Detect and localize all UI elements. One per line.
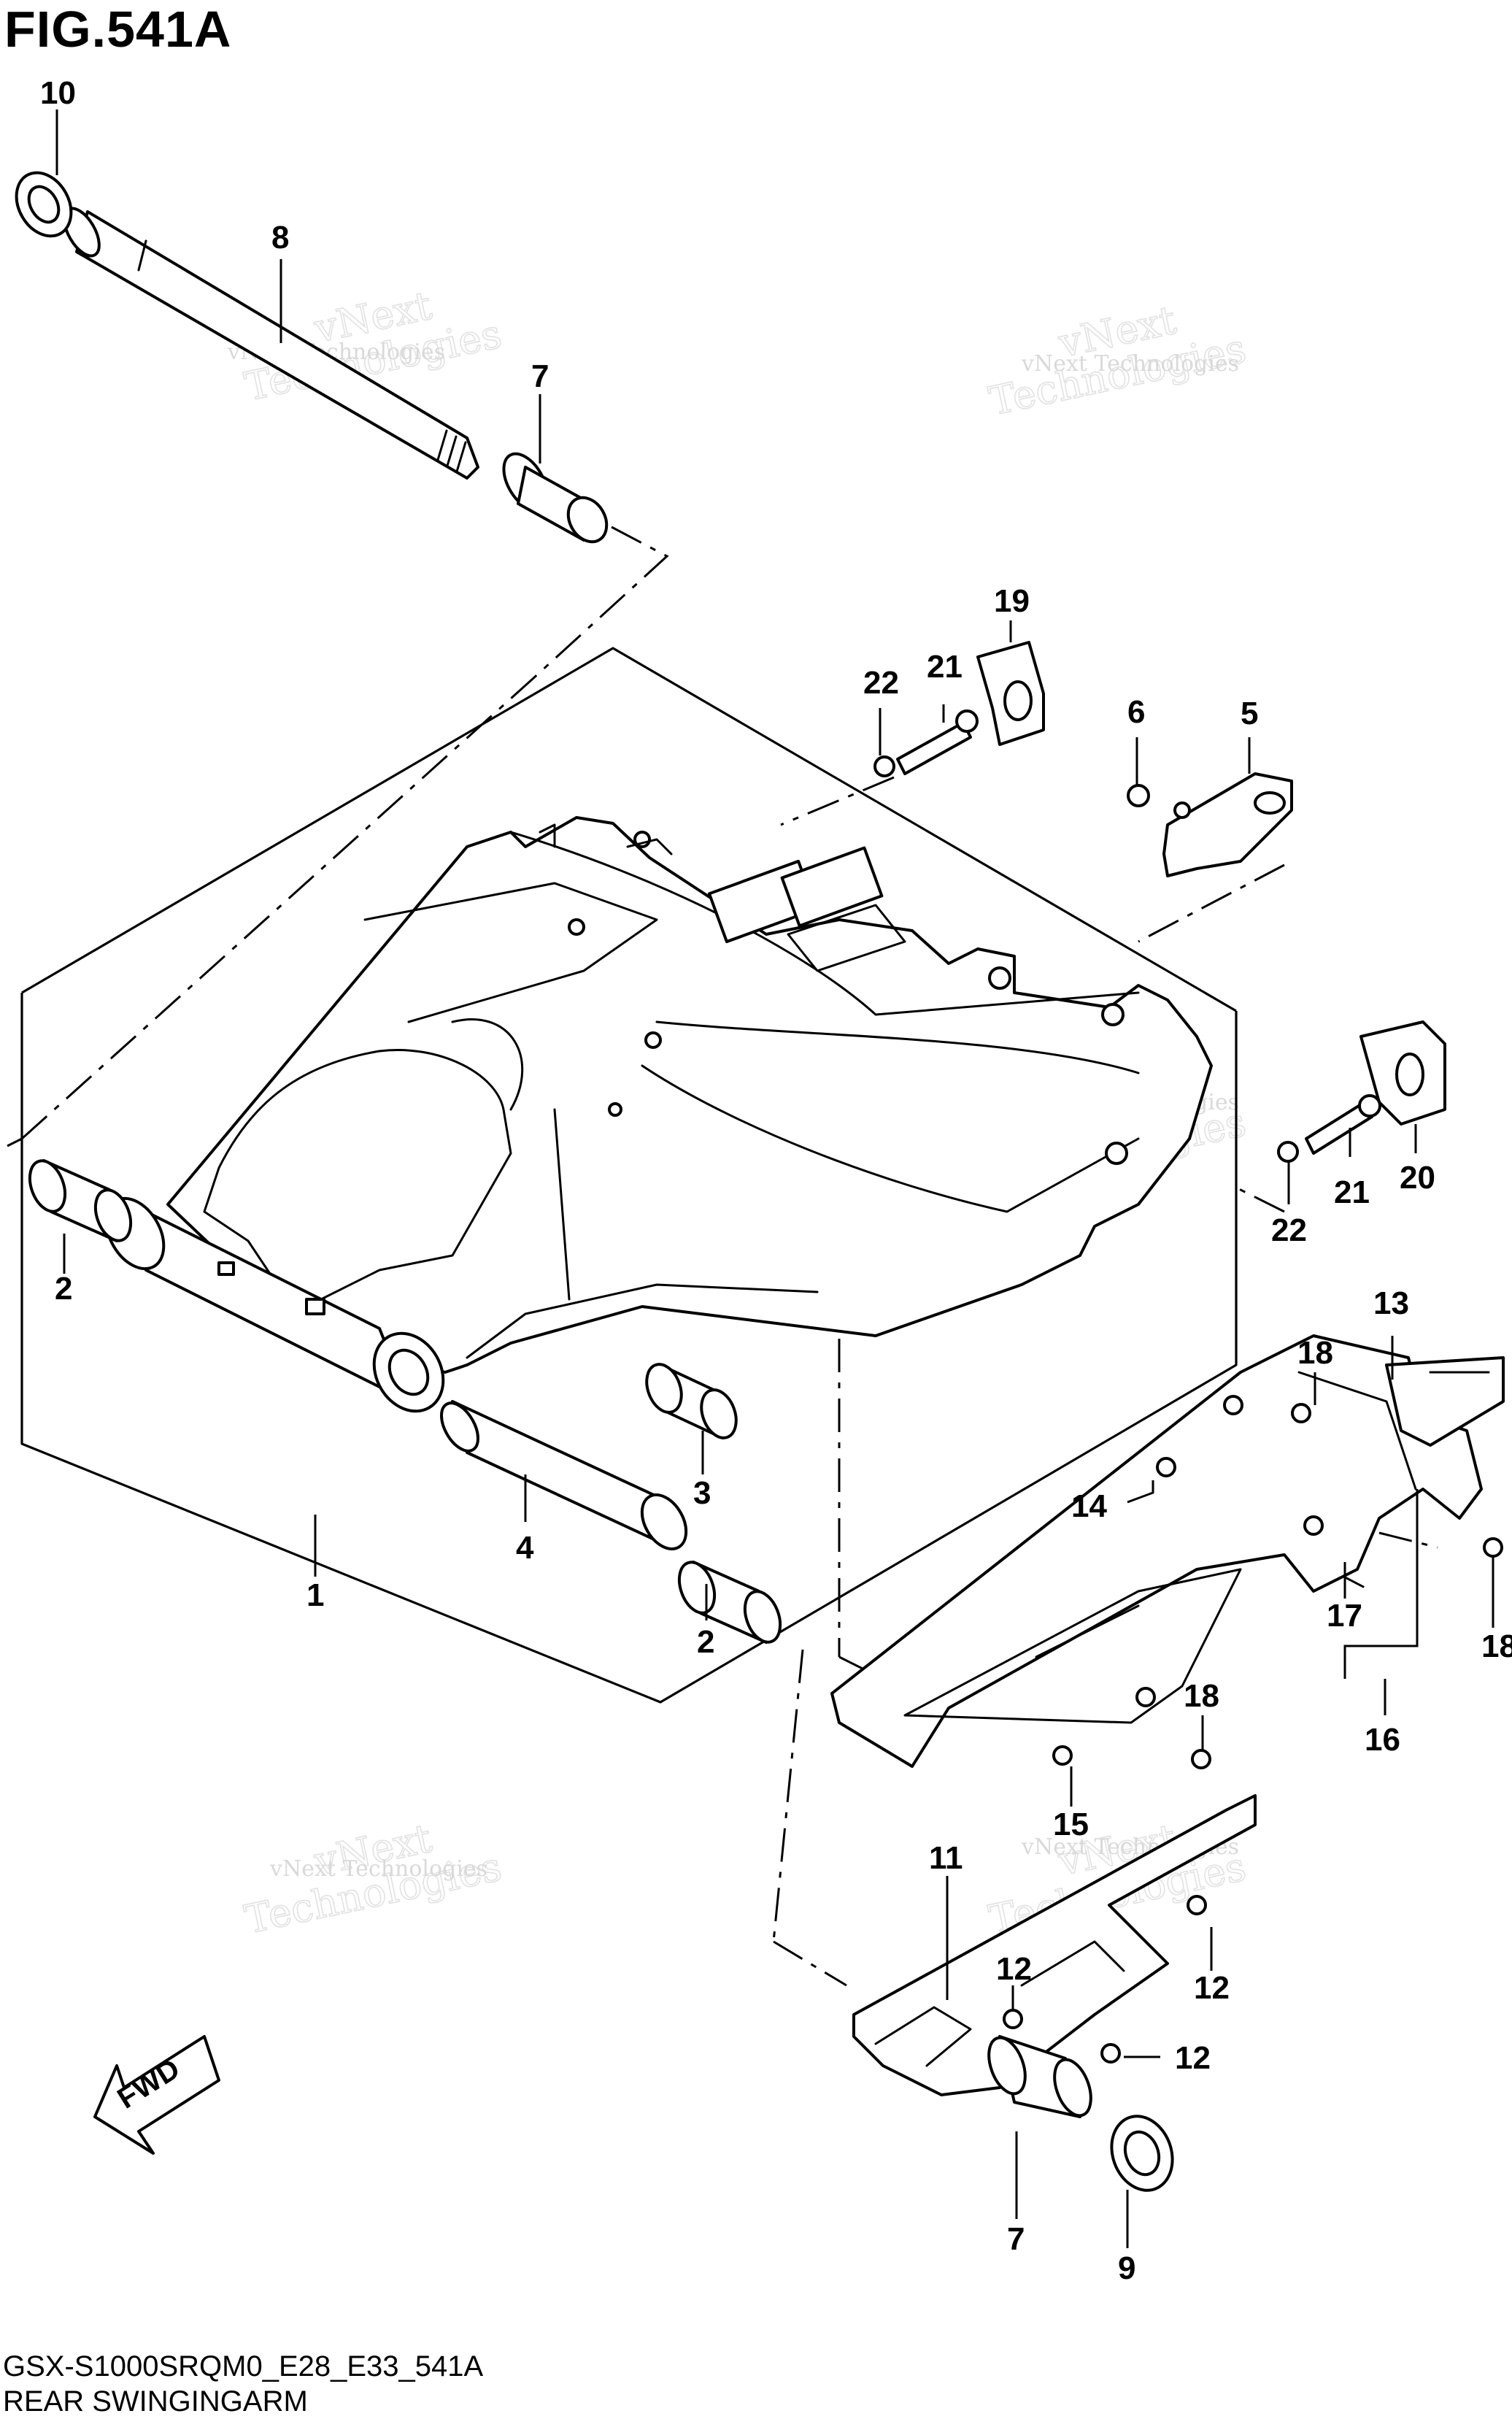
callout-14: 14: [1071, 1488, 1107, 1524]
chain-guide-11: [852, 1794, 1257, 2096]
collar-7-bottom: [987, 2035, 1092, 2118]
callout-13: 13: [1373, 1285, 1409, 1321]
callout-2: 2: [55, 1271, 72, 1307]
callout-17: 17: [1327, 1598, 1362, 1634]
callout-7: 7: [1007, 2221, 1025, 2257]
callout-21: 21: [1334, 1174, 1370, 1210]
nut-10: [15, 171, 73, 238]
bearing-2-left: [28, 1159, 133, 1242]
swingarm: [104, 816, 1213, 1413]
callout-11: 11: [929, 1840, 963, 1876]
chain-adjuster-20: [1277, 1020, 1446, 1163]
callout-5: 5: [1241, 696, 1258, 731]
callout-12: 12: [1194, 1970, 1230, 2006]
callout-22: 22: [1271, 1212, 1307, 1248]
collar-7-top: [502, 452, 609, 544]
callout-12: 12: [996, 1951, 1032, 1987]
chain-cover-13: [830, 1334, 1505, 1768]
callout-16: 16: [1365, 1722, 1400, 1758]
callout-1: 1: [306, 1577, 324, 1613]
watermark-text: vNext Technologies: [269, 1856, 487, 1882]
figure-name: REAR SWINGINGARM: [3, 2385, 308, 2418]
callout-19: 19: [994, 583, 1030, 619]
callout-6: 6: [1127, 694, 1145, 730]
figure-model-code: GSX-S1000SRQM0_E28_E33_541A: [3, 2350, 484, 2382]
callout-18: 18: [1297, 1335, 1333, 1371]
chain-plate-5: [1127, 772, 1293, 877]
bearing-2-lower: [677, 1561, 782, 1644]
callout-7: 7: [531, 358, 549, 394]
callout-4: 4: [516, 1530, 534, 1566]
callout-10: 10: [40, 75, 76, 111]
bearing-3: [645, 1363, 738, 1439]
callout-3: 3: [693, 1475, 711, 1511]
fwd-arrow: FWD: [93, 2035, 220, 2155]
callouts: 10 8 7 19 21 22 6 5 20 21 22 2 1 4 3 2 1…: [40, 75, 1512, 2286]
bolts: [1052, 1403, 1503, 1769]
chain-adjuster-19: [873, 641, 1045, 777]
callout-18: 18: [1481, 1628, 1512, 1664]
callout-20: 20: [1400, 1160, 1435, 1196]
callout-9: 9: [1118, 2250, 1135, 2286]
callout-15: 15: [1053, 1807, 1089, 1842]
leader-lines: [55, 109, 1494, 2248]
watermark-text: vNext Technologies: [1021, 351, 1239, 377]
callout-2: 2: [697, 1624, 714, 1660]
spacer-4: [440, 1400, 688, 1550]
nut-9: [1110, 2115, 1174, 2192]
callout-8: 8: [271, 220, 289, 255]
callout-12: 12: [1175, 2040, 1211, 2076]
assembly-frame: [20, 647, 1238, 1704]
callout-21: 21: [927, 649, 963, 685]
callout-18: 18: [1184, 1678, 1219, 1714]
callout-22: 22: [863, 665, 899, 701]
figure-title: FIG.541A: [4, 1, 232, 58]
